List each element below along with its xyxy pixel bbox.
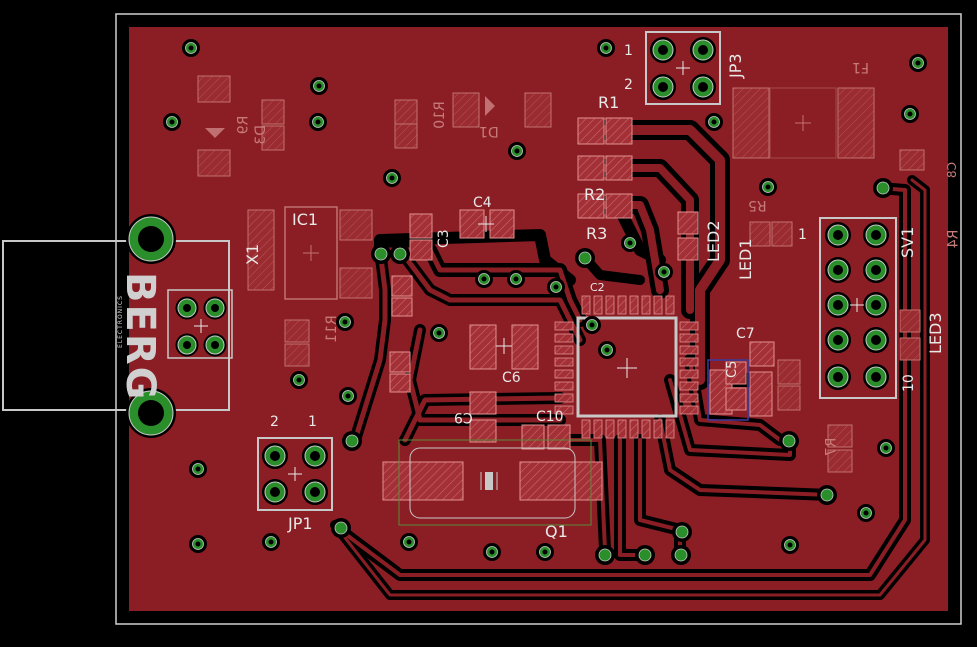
label-c9: C9: [454, 409, 473, 425]
label-c2: C2: [590, 281, 605, 294]
silk-crosses: [194, 61, 864, 481]
label-led2: LED2: [704, 220, 723, 262]
jp1-outline: [257, 437, 333, 511]
label-jp1-pin1: 1: [308, 414, 317, 430]
label-r11: R11: [323, 315, 340, 343]
top-layer-pads: [382, 117, 775, 501]
electronics-text: ELECTRONICS: [117, 295, 124, 348]
label-r1: R1: [598, 93, 620, 112]
label-led1: LED1: [736, 238, 755, 280]
label-r9: R9: [235, 115, 252, 135]
label-jp3: JP3: [726, 53, 745, 78]
label-jp3-pin2: 2: [624, 77, 633, 93]
vias: [163, 39, 927, 565]
label-r3: R3: [586, 224, 608, 243]
label-c6: C6: [502, 370, 521, 386]
label-led3: LED3: [926, 312, 945, 354]
label-x1: X1: [243, 243, 262, 265]
label-c3: C3: [436, 229, 452, 248]
label-ic1: IC1: [292, 210, 319, 229]
label-r2: R2: [584, 185, 606, 204]
jp3-outline: [645, 31, 721, 105]
label-c7: C7: [736, 326, 755, 342]
berg-logo: BERG: [117, 272, 163, 402]
label-r10: R10: [431, 101, 448, 129]
label-d3: D3: [253, 125, 269, 145]
label-r4: R4: [945, 229, 962, 249]
label-jp1-pin2: 2: [270, 414, 279, 430]
label-c4: C4: [473, 195, 492, 211]
d3-symbol: [205, 128, 225, 138]
label-c8: C8: [945, 161, 960, 179]
label-sv1-pin10: 10: [901, 374, 917, 392]
sv1-outline: [819, 217, 897, 399]
label-sv1-pin1: 1: [798, 227, 807, 243]
label-r7: R7: [823, 437, 840, 457]
label-f1: F1: [852, 59, 869, 75]
f1-body: [769, 87, 837, 159]
label-c10: C10: [536, 409, 564, 425]
crystal-q1: [398, 439, 592, 526]
through-hole-pads: [126, 37, 889, 505]
microcontroller-qfp: [554, 295, 699, 439]
label-q1: Q1: [545, 522, 568, 541]
label-d1: D1: [479, 123, 499, 139]
d1-symbol: [485, 96, 495, 116]
label-jp1: JP1: [288, 514, 313, 533]
label-r5: R5: [748, 197, 767, 213]
board-outline: [115, 13, 962, 625]
usb-connector-outline: [2, 240, 230, 411]
ic1-body: [284, 206, 338, 300]
label-sv1: SV1: [898, 226, 917, 258]
bottom-layer-pads: [197, 75, 925, 473]
led-outline: [707, 359, 749, 421]
label-jp3-pin1: 1: [624, 43, 633, 59]
label-c5: C5: [725, 360, 740, 378]
usb-inner-outline: [167, 289, 233, 359]
